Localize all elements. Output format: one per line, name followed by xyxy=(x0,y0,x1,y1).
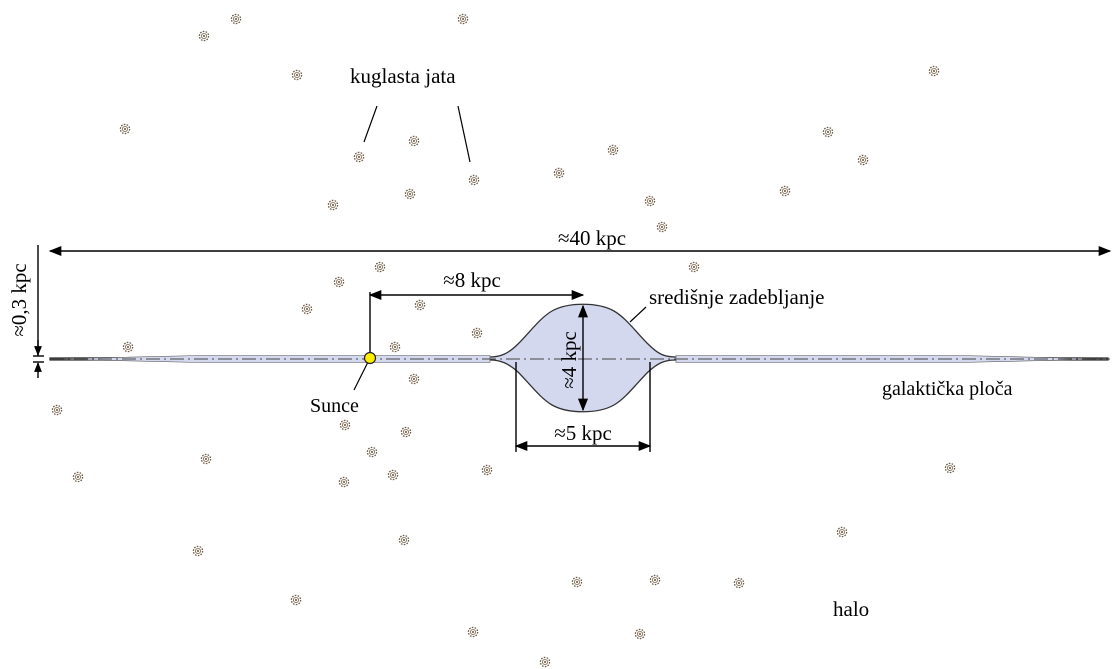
globular-cluster-icon xyxy=(301,303,313,315)
globular-cluster-icon xyxy=(656,221,668,233)
globular-cluster-icon xyxy=(836,526,848,538)
globular-cluster-icon xyxy=(468,174,480,186)
globular-cluster-icon xyxy=(644,195,656,207)
globular-cluster-icon xyxy=(389,341,401,353)
globular-cluster-icon xyxy=(607,144,619,156)
globular-cluster-icon xyxy=(374,261,386,273)
globular-cluster-icon xyxy=(481,464,493,476)
globular-cluster-icon xyxy=(571,576,583,588)
globular-cluster-icon xyxy=(467,626,479,638)
diameter-dimension: ≈40 kpc xyxy=(37,226,1112,356)
globular-clusters-label: kuglasta jata xyxy=(350,64,456,88)
sun-distance-dimension: ≈8 kpc xyxy=(368,268,585,357)
globular-cluster-icon xyxy=(333,276,345,288)
bulge-width-label: ≈5 kpc xyxy=(554,421,612,445)
sun-dot-icon xyxy=(363,351,377,365)
globular-cluster-icon xyxy=(198,30,210,42)
globular-cluster-icon xyxy=(327,199,339,211)
globular-cluster-icon xyxy=(408,373,420,385)
bulge-height-dimension: ≈4 kpc xyxy=(557,304,589,412)
bulge-annotation: središnje zadebljanje xyxy=(629,285,825,323)
sun-annotation: Sunce xyxy=(310,351,377,417)
globular-cluster-icon xyxy=(553,167,565,179)
globular-cluster-icon xyxy=(688,261,700,273)
globular-leader-right xyxy=(457,105,471,163)
globular-cluster-icon xyxy=(733,577,745,589)
diameter-label: ≈40 kpc xyxy=(558,226,626,250)
globular-cluster-icon xyxy=(353,151,365,163)
bulge-label: središnje zadebljanje xyxy=(649,285,825,309)
globular-cluster-icon xyxy=(72,471,84,483)
globular-cluster-icon xyxy=(944,462,956,474)
globular-cluster-icon xyxy=(122,341,134,353)
thickness-dimension: ≈0,3 kpc xyxy=(7,263,44,378)
globular-cluster-icon xyxy=(822,126,834,138)
bulge-width-dimension: ≈5 kpc xyxy=(514,362,652,452)
globular-cluster-icon xyxy=(230,13,242,25)
globular-cluster-icon xyxy=(404,188,416,200)
globular-cluster-icon xyxy=(291,69,303,81)
bulge-leader-line xyxy=(629,306,647,323)
globular-cluster-icon xyxy=(539,656,551,668)
globular-cluster-icon xyxy=(400,426,412,438)
globular-cluster-icon xyxy=(457,13,469,25)
globular-cluster-icon xyxy=(200,453,212,465)
globular-cluster-icon xyxy=(649,574,661,586)
sun-leader-line xyxy=(353,361,369,391)
globular-cluster-icon xyxy=(387,469,399,481)
globular-cluster-icon xyxy=(338,476,350,488)
globular-cluster-icon xyxy=(119,123,131,135)
globular-cluster-icon xyxy=(857,154,869,166)
globular-cluster-icon xyxy=(414,299,426,311)
galactic-disk-label: galaktička ploča xyxy=(882,378,1013,400)
bulge-height-label: ≈4 kpc xyxy=(557,331,581,389)
sun-distance-label: ≈8 kpc xyxy=(443,268,501,292)
globular-cluster-icon xyxy=(290,594,302,606)
halo-label: halo xyxy=(833,597,869,621)
globular-cluster-icon xyxy=(398,534,410,546)
globular-cluster-icon xyxy=(339,419,351,431)
globular-cluster-icon xyxy=(928,65,940,77)
globular-cluster-icon xyxy=(192,545,204,557)
globular-cluster-icon xyxy=(408,135,420,147)
globular-cluster-icon xyxy=(51,404,63,416)
globular-clusters-annotation: kuglasta jata xyxy=(350,64,471,163)
globular-clusters-group xyxy=(51,13,956,668)
globular-cluster-icon xyxy=(634,628,646,640)
sun-label: Sunce xyxy=(310,395,359,417)
globular-cluster-icon xyxy=(471,327,483,339)
thickness-label: ≈0,3 kpc xyxy=(7,263,31,336)
globular-leader-left xyxy=(363,105,378,143)
globular-cluster-icon xyxy=(366,446,378,458)
globular-cluster-icon xyxy=(779,185,791,197)
